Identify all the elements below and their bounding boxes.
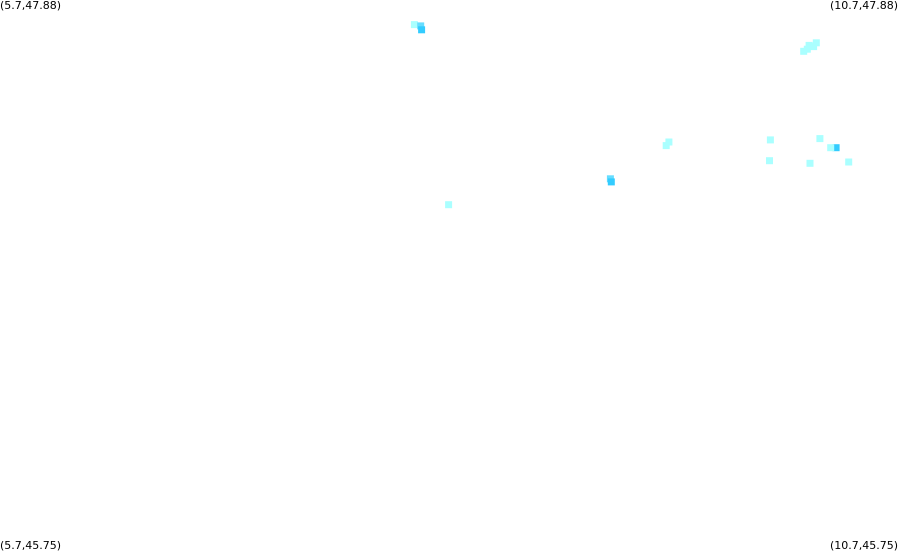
raster-cell <box>766 136 774 144</box>
raster-cell <box>418 26 426 34</box>
raster-cell <box>607 178 615 186</box>
raster-cell <box>766 157 773 165</box>
raster-cell <box>845 158 853 166</box>
raster-layer <box>410 21 853 209</box>
raster-cell <box>805 41 813 49</box>
raster-cell <box>816 135 824 143</box>
raster-cell <box>445 201 453 209</box>
corner-label-top-left: (5.7,47.88) <box>0 0 62 12</box>
raster-cell <box>410 21 418 29</box>
raster-cell <box>662 142 670 150</box>
raster-cell <box>665 138 673 146</box>
raster-cell <box>812 39 820 47</box>
raster-cell <box>810 43 818 51</box>
corner-label-bottom-right: (10.7,45.75) <box>829 539 898 552</box>
corner-label-top-right: (10.7,47.88) <box>829 0 898 12</box>
raster-cell <box>827 144 835 152</box>
corner-label-bottom-left: (5.7,45.75) <box>0 539 62 552</box>
raster-cell <box>800 47 808 55</box>
raster-cell <box>417 22 425 30</box>
raster-cell <box>806 159 814 167</box>
raster-cell <box>832 144 840 152</box>
raster-cell <box>803 45 811 53</box>
